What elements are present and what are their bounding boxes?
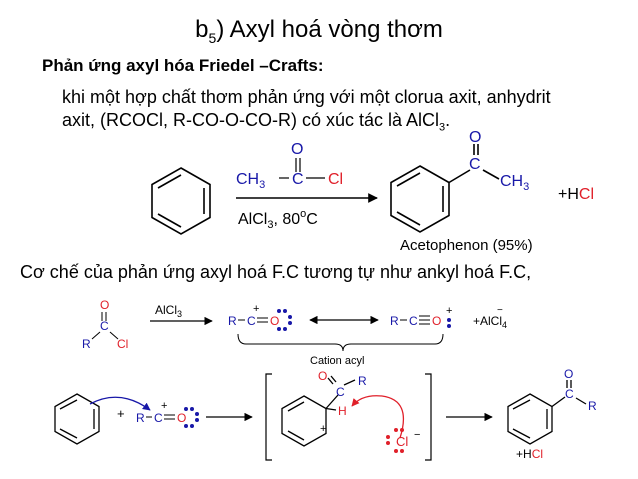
product-oxygen: O [469,129,481,146]
plus-sign: + [117,406,125,421]
svg-text:O: O [270,314,279,328]
cation-brace [237,333,444,352]
svg-text:R: R [588,399,597,413]
svg-text:O: O [564,367,573,381]
slide-title: b5) Axyl hoá vòng thơm [195,16,443,46]
svg-text:O: O [177,411,186,425]
alcl4-anion: +AlCl4− [473,305,507,330]
svg-text:+: + [161,400,167,412]
alcl3-label: AlCl3 [155,303,182,319]
reaction-conditions: AlCl3, 80oC [238,208,318,231]
svg-text:R: R [136,411,145,425]
svg-text:C: C [565,387,574,401]
sigma-complex: O C R H + [281,369,367,447]
svg-text:C: C [336,385,345,399]
acyl-carbon: C [100,319,109,333]
mech-benzene [54,393,100,445]
reagent-chlorine: Cl [328,171,343,188]
svg-text:O: O [318,369,327,383]
product-name: Acetophenon (95%) [400,237,533,254]
acetyl-chloride: O CH3 C Cl [236,141,343,191]
intro-paragraph: khi một hợp chất thơm phản ứng với một c… [62,87,551,134]
svg-text:R: R [390,314,399,328]
reagent-carbon: C [292,171,304,188]
svg-text:C: C [154,411,163,425]
acyl-chlorine: Cl [117,337,128,351]
acylium-form-2: R C O + [390,305,452,328]
svg-text:R: R [228,314,237,328]
hcl-byproduct: +HCl [558,186,594,203]
right-bracket [425,373,432,461]
svg-text:+: + [320,423,326,435]
acetophenone: O C CH3 [390,129,529,233]
svg-text:+: + [446,305,452,317]
svg-text:O: O [432,314,441,328]
electrophile-acylium: R C + O [136,400,199,428]
left-bracket [265,373,272,461]
reagent-oxygen: O [291,141,303,158]
reagent-methyl: CH3 [236,171,265,191]
svg-text:R: R [358,374,367,388]
cation-acyl-label: Cation acyl [310,355,364,367]
svg-text:C: C [409,314,418,328]
mechanism-intro-text: Cơ chế của phản ứng axyl hoá F.C tương t… [20,262,532,282]
acyl-oxygen: O [100,298,109,312]
attack-arrow [89,396,151,411]
benzene-ring [151,167,211,235]
chloride-ion: Cl − [386,428,420,453]
svg-text:Cl: Cl [396,434,408,449]
section-heading: Phản ứng axyl hóa Friedel –Crafts: [42,56,324,75]
final-hcl: +HCl [516,447,543,461]
acyl-r-group: R [82,337,91,351]
product-methyl: CH3 [500,173,529,193]
svg-text:C: C [247,314,256,328]
acyl-chloride-rcocl: O C R Cl [82,298,128,351]
svg-text:H: H [338,404,347,418]
svg-text:+: + [253,303,259,315]
aryl-ketone-product: O C R [507,367,597,445]
svg-text:−: − [414,429,420,441]
deprotonation-arrow [351,395,405,439]
product-carbon: C [469,156,481,173]
acylium-form-1: R C + O [228,303,292,331]
